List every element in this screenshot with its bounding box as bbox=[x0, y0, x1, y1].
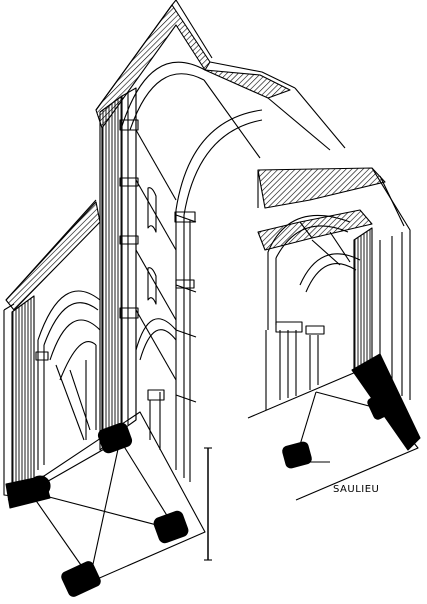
site-caption: SAULIEU bbox=[333, 484, 380, 495]
scale-bar bbox=[204, 448, 212, 560]
aisle-structure bbox=[4, 200, 100, 496]
nave-structure bbox=[96, 0, 345, 482]
choir-structure bbox=[258, 168, 410, 410]
floor-plan-left bbox=[6, 412, 205, 598]
floor-plan-right bbox=[248, 354, 420, 500]
